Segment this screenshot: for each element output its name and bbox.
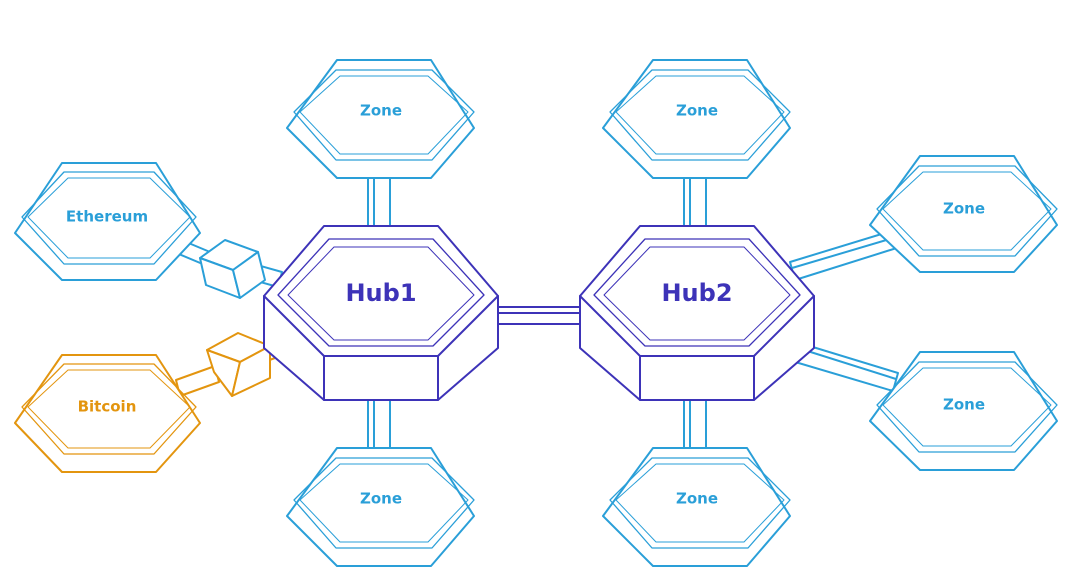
zone-hub1-bottom bbox=[286, 447, 475, 567]
zone-hub1-bottom-label: Zone bbox=[360, 490, 402, 508]
zone-hub2-upper-right bbox=[869, 155, 1058, 273]
hub2-node bbox=[579, 225, 815, 401]
hub1-node bbox=[263, 225, 499, 401]
hub2-label: Hub2 bbox=[661, 279, 732, 307]
zone-hub2-bottom bbox=[602, 447, 791, 567]
zone-hub2-bottom-label: Zone bbox=[676, 490, 718, 508]
ethereum-peg-link bbox=[173, 238, 283, 299]
chain-bitcoin-label: Bitcoin bbox=[78, 398, 137, 416]
zone-hub1-top bbox=[286, 59, 475, 179]
zone-hub1-top-label: Zone bbox=[360, 102, 402, 120]
zone-hub2-lower-right-label: Zone bbox=[943, 396, 985, 414]
zone-hub2-top-label: Zone bbox=[676, 102, 718, 120]
chain-ethereum bbox=[14, 162, 201, 281]
chain-ethereum-label: Ethereum bbox=[66, 208, 148, 226]
chain-bitcoin bbox=[14, 354, 201, 473]
zone-hub2-top bbox=[602, 59, 791, 179]
ethereum-peg-zone-cube bbox=[199, 239, 266, 299]
bitcoin-peg-zone-cube bbox=[206, 332, 271, 397]
zone-hub2-upper-right-label: Zone bbox=[943, 200, 985, 218]
zone-hub2-lower-right bbox=[869, 351, 1058, 471]
bitcoin-peg-link bbox=[175, 332, 298, 397]
link-hub1-hub2-bridge bbox=[489, 306, 589, 325]
link-hub2-top-zone bbox=[683, 167, 707, 229]
hub1-label: Hub1 bbox=[345, 279, 416, 307]
